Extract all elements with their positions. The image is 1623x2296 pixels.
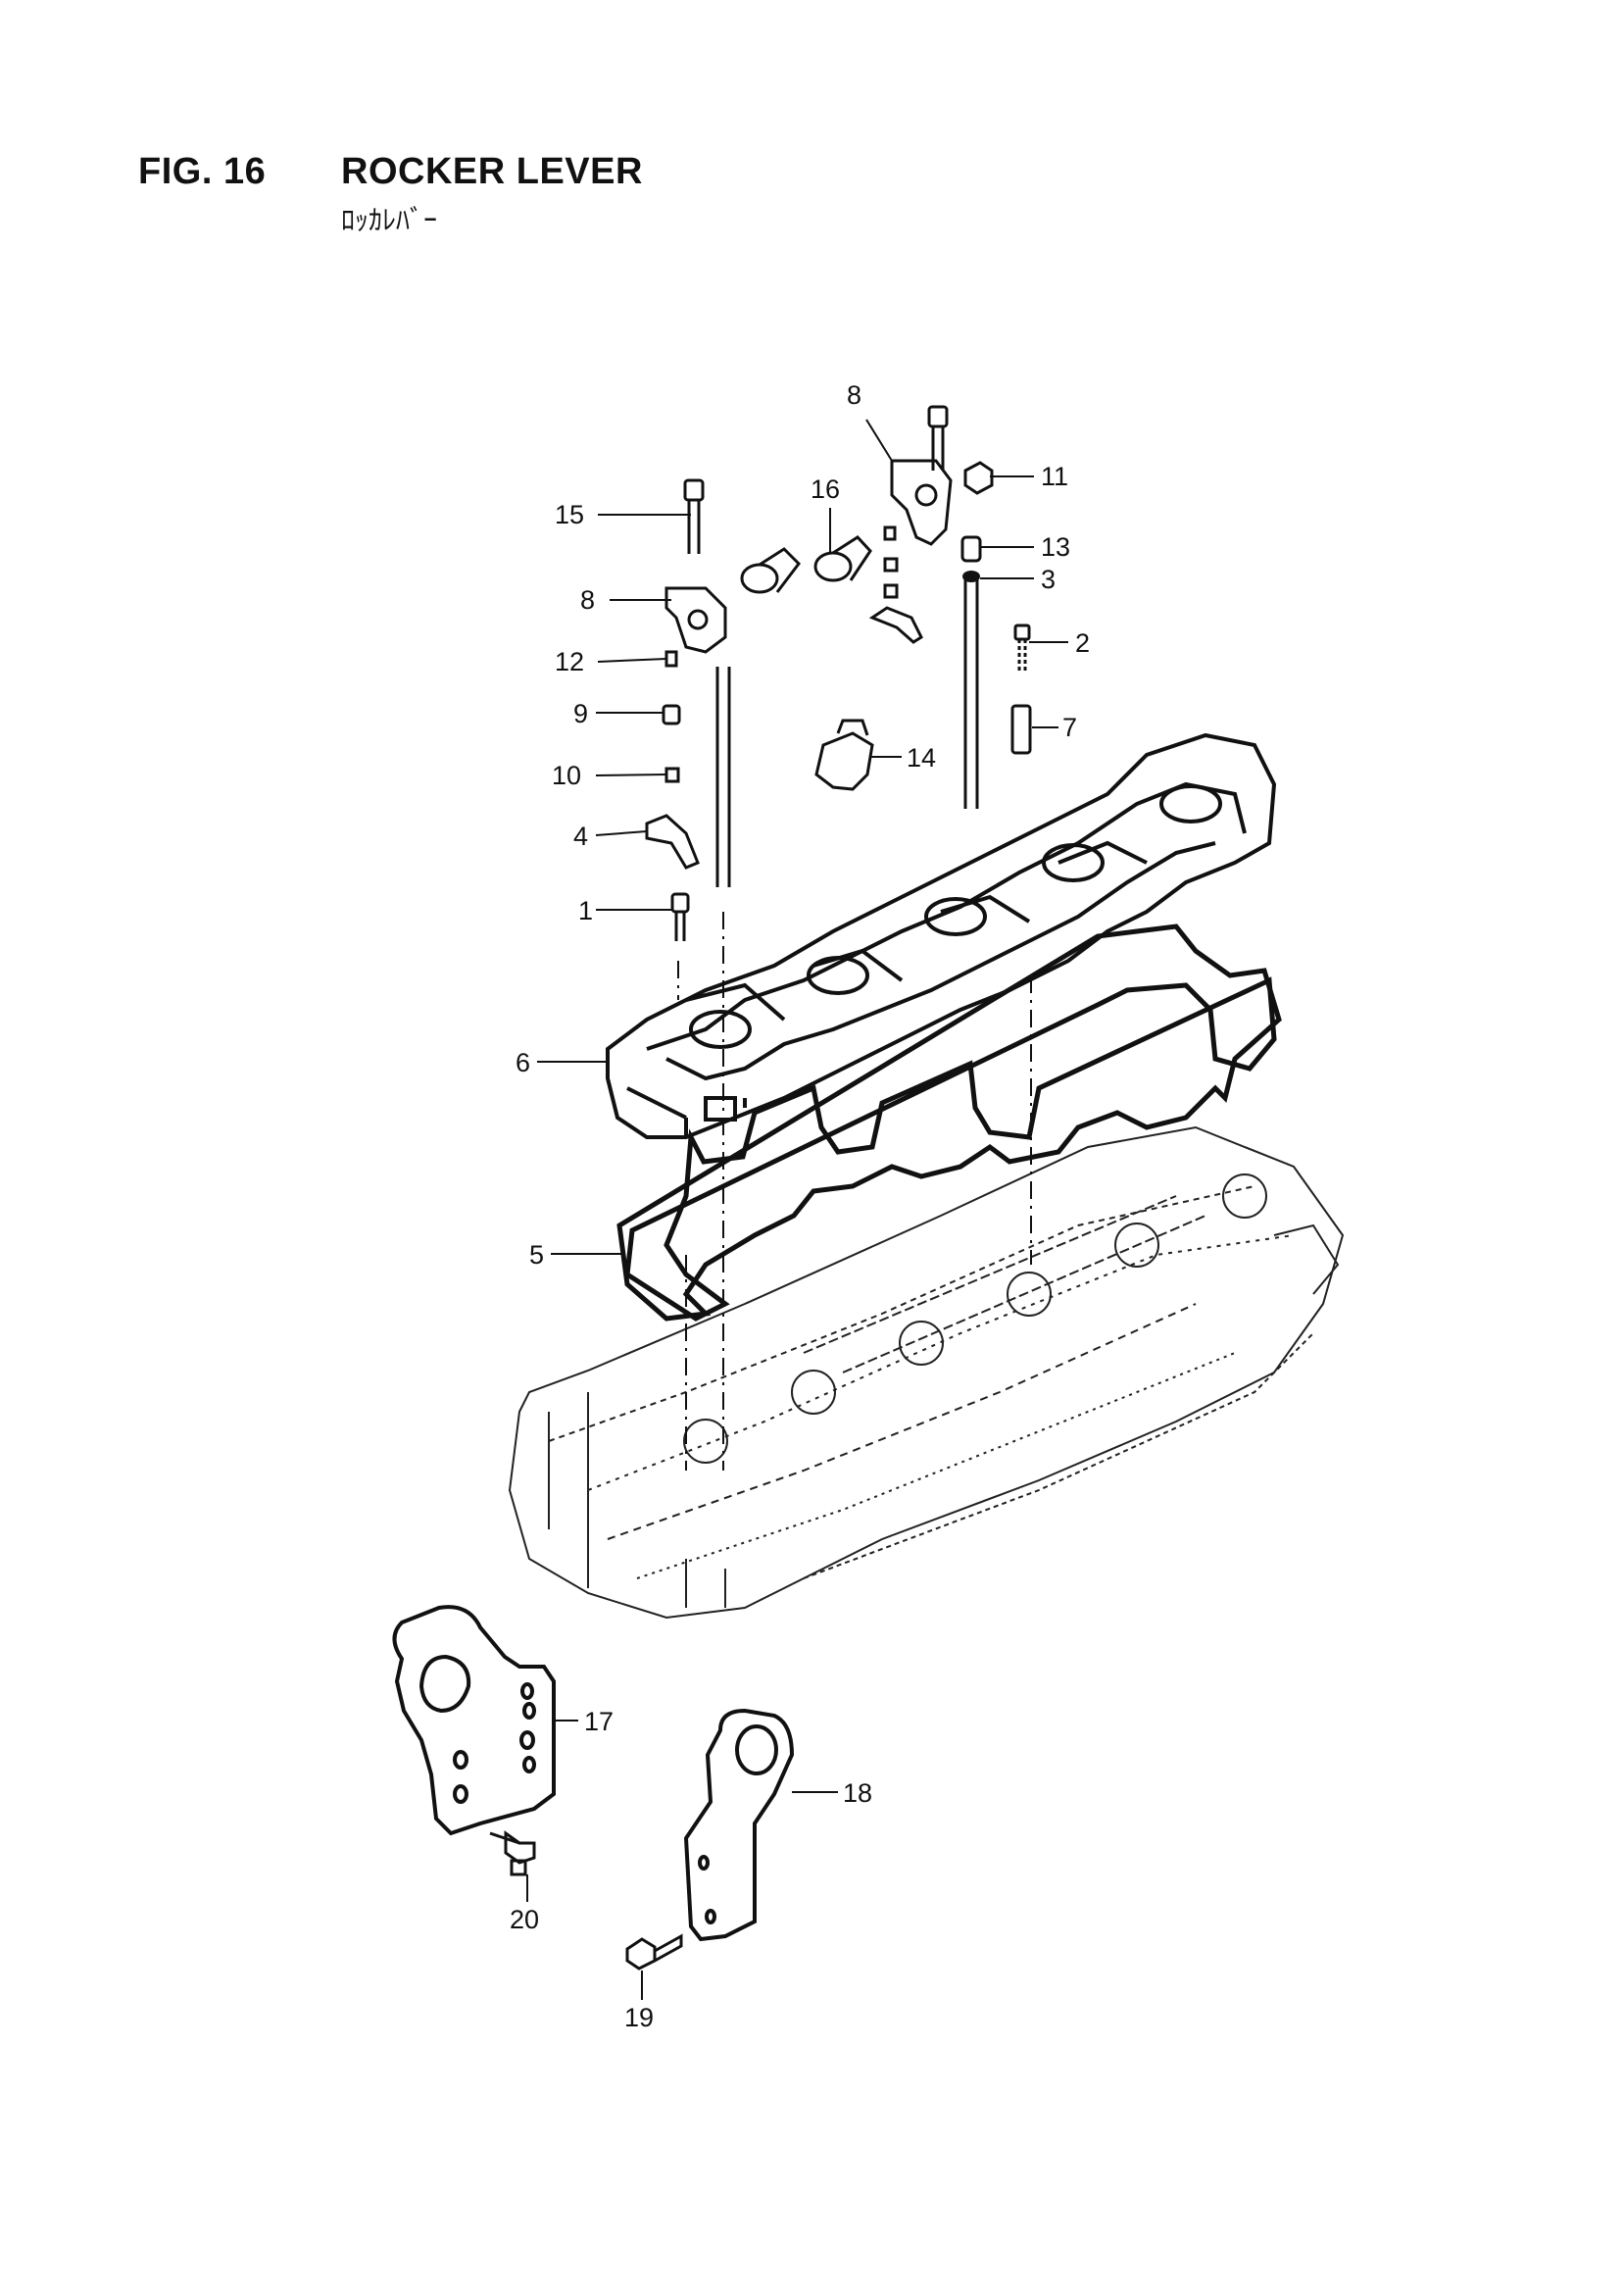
callout-15: 15 (555, 500, 584, 529)
sleeve-part-7 (1010, 704, 1032, 755)
bolt-part-20 (489, 1830, 536, 1876)
callout-1: 1 (578, 896, 593, 925)
cap-part-3 (962, 571, 980, 582)
rocker-arm-part-8-left (664, 586, 727, 654)
rocker-cover-gasket (624, 976, 1277, 1322)
bolt-part-19 (625, 1933, 683, 1971)
screw-part-2 (1013, 624, 1031, 672)
pushrods (715, 578, 979, 887)
pin-part-13 (960, 535, 982, 563)
callout-2: 2 (1075, 628, 1090, 658)
callout-14: 14 (907, 743, 936, 773)
bolt-part-1 (670, 892, 690, 941)
figure-subtitle: ﾛｯｶﾚﾊﾞｰ (341, 205, 438, 235)
callout-8a: 8 (847, 380, 861, 410)
rocker-cover-gasket-outline (616, 923, 1282, 1322)
callout-numbers: 8 11 15 16 13 3 8 2 12 9 7 14 10 4 1 6 5… (510, 380, 1090, 2032)
callout-9: 9 (573, 699, 588, 728)
small-part-12 (664, 650, 678, 668)
callout-17: 17 (584, 1707, 614, 1736)
shaft-part-16 (740, 535, 872, 594)
bracket-part-18 (683, 1708, 795, 1942)
callout-19: 19 (624, 2003, 654, 2032)
valve-parts-center (868, 525, 923, 644)
bracket-part-17 (392, 1605, 556, 1836)
callout-7: 7 (1062, 713, 1077, 742)
lever-part-4 (645, 814, 700, 870)
callout-11: 11 (1041, 462, 1068, 491)
callout-5: 5 (529, 1240, 544, 1270)
callout-20: 20 (510, 1905, 539, 1934)
cylinder-head-illustration (508, 1125, 1345, 1620)
callout-10: 10 (552, 761, 581, 790)
bolt-part-15 (683, 478, 705, 554)
callout-12: 12 (555, 647, 584, 676)
alignment-lines (677, 912, 1032, 1471)
callout-16: 16 (811, 474, 840, 504)
bolt-part-11-top (927, 405, 949, 471)
rocker-housing (606, 732, 1277, 1139)
leader-lines (526, 419, 1068, 2000)
callout-8b: 8 (580, 585, 595, 615)
figure-title: ROCKER LEVER (341, 151, 643, 192)
callout-18: 18 (843, 1778, 872, 1808)
callout-6: 6 (516, 1048, 530, 1077)
nut-part-11 (963, 461, 994, 495)
callout-13: 13 (1041, 532, 1070, 562)
small-part-10 (664, 767, 680, 783)
figure-number: FIG. 16 (138, 151, 267, 192)
small-part-9 (662, 704, 681, 725)
callout-3: 3 (1041, 565, 1056, 594)
callout-4: 4 (573, 822, 588, 851)
rocker-arm-part-8-top (890, 459, 953, 546)
bracket-part-14 (814, 719, 874, 791)
